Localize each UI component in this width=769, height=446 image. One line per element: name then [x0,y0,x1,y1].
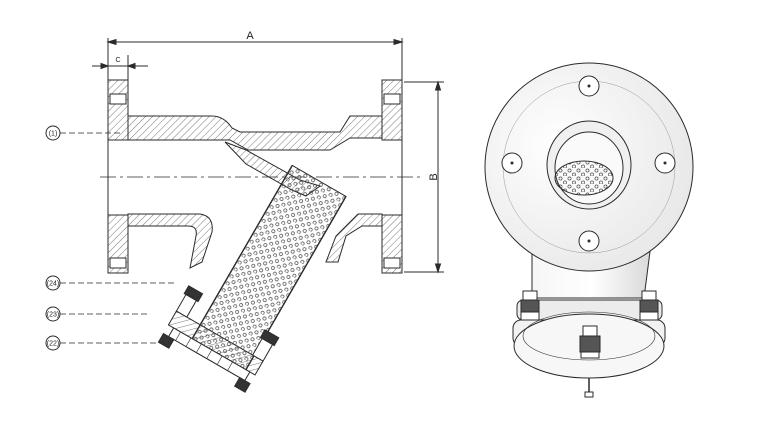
left-flange [107,79,129,274]
callout-22: (22) [45,335,172,351]
section-view: A C B [45,30,444,393]
cover-bolt-front [579,325,601,359]
cover-bolt-left [520,290,540,321]
dimension-b: B [404,80,444,274]
right-flange [381,79,403,274]
flange-bolt-holes [501,75,676,252]
dimension-a: A [106,30,404,80]
cover-flange-assembly [157,285,280,393]
body-top-wall [127,115,383,151]
callout-24: (24) [45,275,176,291]
callout-23: (23) [45,306,150,322]
strainer-screen-group [186,164,347,379]
dimension-flange-label: C [115,57,120,64]
screen-end-view [554,160,614,196]
svg-text:(1): (1) [49,131,58,138]
dimension-a-label: A [246,30,254,42]
callout-1: (1) [45,125,122,141]
svg-text:(22): (22) [47,341,59,348]
body-bottom-right-wall [325,213,383,263]
svg-text:(24): (24) [47,281,59,288]
bore [546,120,632,210]
dimension-b-label: B [428,173,440,180]
body-bottom-wall [127,213,213,269]
svg-text:(23): (23) [47,312,59,319]
bolt-left [157,285,204,349]
bolt-right [233,329,280,393]
cover-bolt-right [639,290,659,321]
dimension-flange: C [92,55,148,80]
end-view [484,62,694,398]
